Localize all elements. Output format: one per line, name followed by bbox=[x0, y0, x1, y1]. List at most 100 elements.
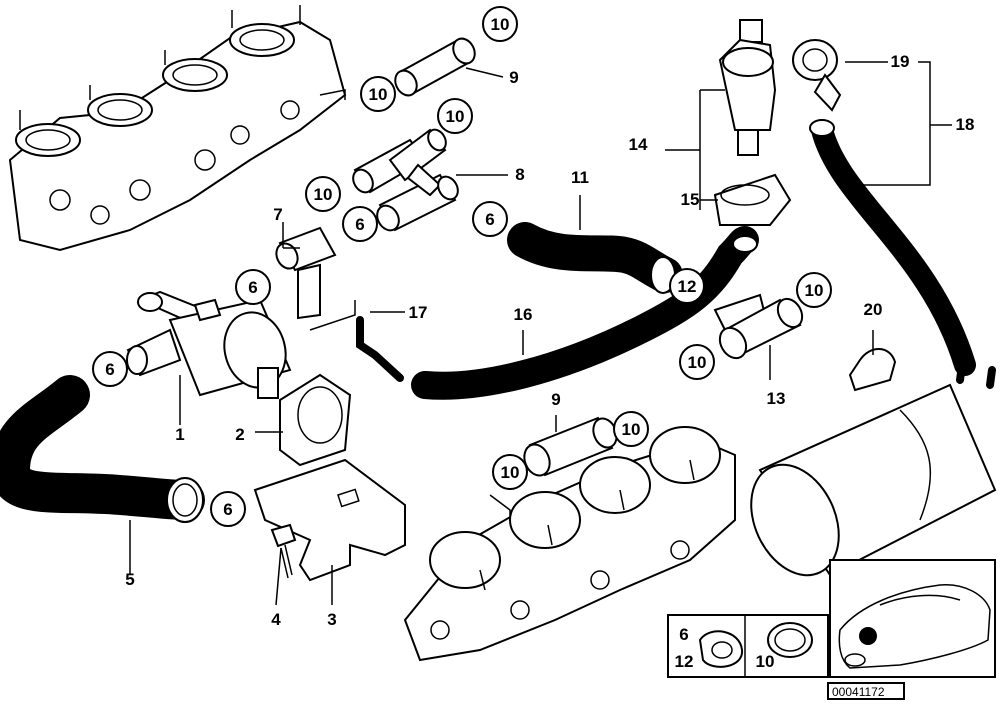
part-label-p7-text: 7 bbox=[273, 205, 282, 224]
part-label-p6e-circle bbox=[472, 201, 508, 237]
part-label-p10f-circle bbox=[679, 344, 715, 380]
part-label-p12: 12 bbox=[669, 268, 705, 304]
part-label-p15-text: 15 bbox=[681, 190, 700, 209]
valve-14 bbox=[718, 19, 777, 156]
part-label-p10c-circle bbox=[437, 98, 473, 134]
part-label-p4: 4 bbox=[271, 610, 281, 629]
hose-11 bbox=[507, 222, 683, 294]
part-label-p16-text: 16 bbox=[514, 305, 533, 324]
part-label-p18: 18 bbox=[956, 115, 975, 134]
part-label-p10b: 10 bbox=[360, 76, 396, 112]
part-label-p7: 7 bbox=[273, 205, 282, 224]
part-label-p6b-circle bbox=[92, 351, 128, 387]
elbow-13 bbox=[713, 293, 804, 360]
part-label-p12-circle bbox=[669, 268, 705, 304]
connector-hose-9-upper bbox=[394, 37, 476, 97]
connector-7 bbox=[275, 226, 337, 320]
part-label-p6e: 6 bbox=[472, 201, 508, 237]
part-label-p13-text: 13 bbox=[767, 389, 786, 408]
part-label-p6a-circle bbox=[235, 269, 271, 305]
part-label-p10a-text: 10 bbox=[491, 15, 510, 34]
part-label-p6d-text: 6 bbox=[355, 215, 364, 234]
legend-clamp-label-6-text: 6 bbox=[679, 625, 688, 644]
part-label-p10g: 10 bbox=[613, 411, 649, 447]
part-label-p10a-circle bbox=[482, 6, 518, 42]
catalog-code: 00041172 bbox=[832, 685, 885, 699]
part-label-p10d: 10 bbox=[305, 176, 341, 212]
part-label-p11: 11 bbox=[571, 168, 589, 187]
charcoal-canister bbox=[750, 361, 997, 577]
part-label-p10f: 10 bbox=[679, 344, 715, 380]
part-label-p6e-text: 6 bbox=[485, 210, 494, 229]
part-label-p2: 2 bbox=[235, 425, 244, 444]
part-label-p10b-circle bbox=[360, 76, 396, 112]
part-label-p6a-text: 6 bbox=[248, 278, 257, 297]
part-label-p1-text: 1 bbox=[175, 425, 184, 444]
part-label-p9b: 9 bbox=[551, 390, 560, 409]
legend-clamp-label-12: 12 bbox=[675, 652, 694, 671]
part-label-p19: 19 bbox=[891, 52, 910, 71]
part-label-p10b-text: 10 bbox=[369, 85, 388, 104]
part-label-p10d-text: 10 bbox=[314, 185, 333, 204]
part-label-p20-text: 20 bbox=[864, 300, 883, 319]
part-label-p6c: 6 bbox=[210, 491, 246, 527]
hose-16 bbox=[411, 226, 759, 400]
hose-clamp-icon bbox=[698, 630, 744, 668]
part-label-p14: 14 bbox=[629, 135, 648, 154]
part-label-p15: 15 bbox=[681, 190, 700, 209]
part-label-p8-text: 8 bbox=[515, 165, 524, 184]
legend-clamp-label-6: 6 bbox=[679, 625, 688, 644]
part-label-p9b-text: 9 bbox=[551, 390, 560, 409]
part-label-p3: 3 bbox=[327, 610, 336, 629]
elbow-19 bbox=[792, 39, 842, 112]
part-label-p10d-circle bbox=[305, 176, 341, 212]
part-label-p17-text: 17 bbox=[409, 303, 428, 322]
part-label-p10e: 10 bbox=[796, 272, 832, 308]
hose-18 bbox=[809, 119, 976, 376]
bolt-4 bbox=[270, 523, 297, 579]
throttle-body-assembly-upper bbox=[8, 5, 347, 252]
part-label-p12-text: 12 bbox=[678, 277, 697, 296]
t-piece-8 bbox=[352, 128, 459, 232]
bracket-15 bbox=[713, 173, 792, 226]
location-marker bbox=[859, 627, 877, 645]
hose-5 bbox=[0, 375, 205, 523]
part-label-p19-text: 19 bbox=[891, 52, 910, 71]
part-label-p10c: 10 bbox=[437, 98, 473, 134]
part-label-p3-text: 3 bbox=[327, 610, 336, 629]
part-label-p8: 8 bbox=[515, 165, 524, 184]
part-label-p2-text: 2 bbox=[235, 425, 244, 444]
part-label-p20: 20 bbox=[864, 300, 883, 319]
part-label-p5: 5 bbox=[125, 570, 134, 589]
part-label-p6b-text: 6 bbox=[105, 360, 114, 379]
part-label-p4-text: 4 bbox=[271, 610, 281, 629]
car-location-thumbnail bbox=[829, 559, 996, 678]
legend-clamp-label-12-text: 12 bbox=[675, 652, 694, 671]
catalog-code-box bbox=[827, 682, 905, 700]
part-label-p16: 16 bbox=[514, 305, 533, 324]
part-label-p17: 17 bbox=[409, 303, 428, 322]
part-label-p9a: 9 bbox=[509, 68, 518, 87]
legend-box bbox=[667, 614, 829, 678]
sealing-ring-icon bbox=[767, 622, 813, 658]
part-label-p6d-circle bbox=[342, 206, 378, 242]
part-label-p5-text: 5 bbox=[125, 570, 134, 589]
part-label-p11-text: 11 bbox=[571, 168, 589, 187]
part-label-p10g-text: 10 bbox=[622, 420, 641, 439]
part-label-p10g-circle bbox=[613, 411, 649, 447]
connector-hose-9-lower bbox=[523, 416, 618, 477]
part-label-p13: 13 bbox=[767, 389, 786, 408]
part-label-p6a: 6 bbox=[235, 269, 271, 305]
part-label-p9a-text: 9 bbox=[509, 68, 518, 87]
idle-valve-1 bbox=[126, 290, 292, 399]
bracket-2 bbox=[279, 373, 352, 467]
part-label-p18-text: 18 bbox=[956, 115, 975, 134]
throttle-body-assembly-lower bbox=[403, 426, 736, 662]
leader-lines bbox=[129, 61, 952, 606]
part-label-p10e-text: 10 bbox=[805, 281, 824, 300]
part-label-p1: 1 bbox=[175, 425, 184, 444]
part-label-p10f-text: 10 bbox=[688, 353, 707, 372]
mounting-bracket-3 bbox=[253, 458, 406, 582]
